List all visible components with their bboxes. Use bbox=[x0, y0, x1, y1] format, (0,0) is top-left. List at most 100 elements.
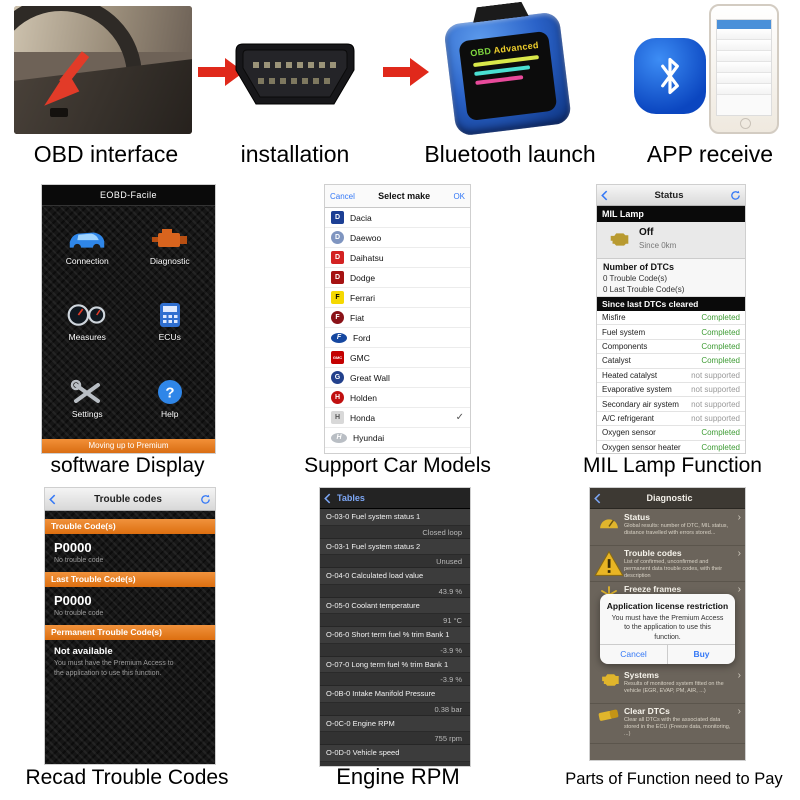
chevron-right-icon: › bbox=[737, 706, 741, 717]
pid-row[interactable]: O-0B-0 Intake Manifold Pressure bbox=[320, 686, 470, 703]
device-label-line bbox=[475, 75, 524, 85]
status-row: A/C refrigerant not supported bbox=[597, 412, 745, 427]
pid-value: -3.9 % bbox=[320, 673, 470, 686]
diagnostic-item-trouble-codes[interactable]: Trouble codes List of confirmed, unconfi… bbox=[590, 546, 745, 582]
status-row: Fuel system Completed bbox=[597, 325, 745, 340]
gauge-icon bbox=[600, 519, 618, 529]
phone-home-button bbox=[739, 118, 751, 129]
brand-row-daewoo[interactable]: D Daewoo bbox=[325, 228, 470, 248]
daewoo-logo-icon: D bbox=[331, 231, 344, 244]
pid-row[interactable]: O-0D-0 Vehicle speed bbox=[320, 745, 470, 762]
select-make-title: Select make bbox=[378, 191, 431, 201]
cancel-button[interactable]: Cancel bbox=[620, 649, 647, 659]
chevron-left-icon bbox=[601, 190, 608, 200]
question-mark-icon: ? bbox=[157, 380, 182, 405]
menu-item-diagnostic[interactable]: Diagnostic bbox=[129, 207, 212, 284]
eobd-facile-screenshot: EOBD-Facile Connection Diagnostic bbox=[42, 185, 215, 453]
refresh-button[interactable] bbox=[196, 494, 215, 505]
pid-value: 91 °C bbox=[320, 614, 470, 627]
car-icon bbox=[70, 232, 105, 252]
pid-value: 0.38 bar bbox=[320, 702, 470, 716]
brand-row-daihatsu[interactable]: D Daihatsu bbox=[325, 248, 470, 268]
buy-button[interactable]: Buy bbox=[667, 645, 735, 664]
pid-row[interactable]: O-05-0 Coolant temperature bbox=[320, 597, 470, 614]
holden-logo-icon: H bbox=[331, 391, 344, 404]
back-button[interactable] bbox=[597, 190, 612, 201]
tools-icon bbox=[71, 379, 101, 404]
menu-item-help[interactable]: ? Help bbox=[129, 360, 212, 437]
caption-support-car-models: Support Car Models bbox=[304, 454, 491, 477]
caption-software-display: software Display bbox=[50, 454, 205, 477]
back-button[interactable] bbox=[590, 493, 605, 504]
brand-row-holden[interactable]: H Holden bbox=[325, 388, 470, 408]
engine-icon bbox=[602, 674, 619, 686]
diagnostic-screenshot: Diagnostic Status Global results: number… bbox=[590, 488, 745, 760]
brand-row-great-wall[interactable]: G Great Wall bbox=[325, 368, 470, 388]
fiat-logo-icon: F bbox=[331, 311, 344, 324]
back-button[interactable] bbox=[45, 494, 60, 505]
status-screenshot: Status MIL Lamp Off Since 0km Number of … bbox=[597, 185, 745, 453]
brand-row-dodge[interactable]: D Dodge bbox=[325, 268, 470, 288]
brand-row-dacia[interactable]: D Dacia bbox=[325, 208, 470, 228]
refresh-icon bbox=[731, 190, 740, 200]
menu-item-ecus[interactable]: ECUs bbox=[129, 284, 212, 361]
premium-note: You must have the Premium Access to the … bbox=[54, 660, 174, 677]
permanent-code-value: Not available bbox=[54, 646, 113, 657]
phone-screen bbox=[716, 19, 772, 116]
menu-item-measures[interactable]: Measures bbox=[46, 284, 129, 361]
pid-row[interactable]: O-04-0 Calculated load value bbox=[320, 568, 470, 585]
trouble-code-value: P0000 bbox=[54, 593, 92, 608]
refresh-button[interactable] bbox=[726, 190, 745, 201]
cancel-button[interactable]: Cancel bbox=[330, 191, 355, 201]
great-wall-logo-icon: G bbox=[331, 371, 344, 384]
daihatsu-logo-icon: D bbox=[331, 251, 344, 264]
status-row: Secondary air system not supported bbox=[597, 397, 745, 412]
phone-app-header bbox=[717, 20, 771, 29]
pid-row[interactable]: O-07-0 Long term fuel % trim Bank 1 bbox=[320, 656, 470, 673]
caption-recad-trouble-codes: Recad Trouble Codes bbox=[25, 766, 229, 789]
ford-logo-icon: F bbox=[331, 332, 347, 343]
step-label-installation: installation bbox=[240, 141, 350, 167]
diagnostic-item-systems[interactable]: Systems Results of monitored system fitt… bbox=[590, 668, 745, 704]
pid-value: 43.9 % bbox=[320, 584, 470, 598]
menu-item-settings[interactable]: Settings bbox=[46, 360, 129, 437]
menu-item-connection[interactable]: Connection bbox=[46, 207, 129, 284]
chevron-right-icon: › bbox=[737, 512, 741, 523]
brand-row-ferrari[interactable]: F Ferrari bbox=[325, 288, 470, 308]
back-button[interactable] bbox=[320, 493, 335, 504]
red-pointer-arrow-icon bbox=[44, 51, 90, 106]
status-row: Oxygen sensor Completed bbox=[597, 426, 745, 441]
obd-interface-photo bbox=[14, 6, 192, 134]
engine-warning-icon bbox=[610, 233, 629, 246]
diagnostic-item-clear-dtcs[interactable]: Clear DTCs Clear all DTCs with the assoc… bbox=[590, 704, 745, 744]
status-row: Heated catalyst not supported bbox=[597, 369, 745, 383]
status-row: Oxygen sensor heater Completed bbox=[597, 441, 745, 453]
brand-row-gmc[interactable]: GMC GMC bbox=[325, 348, 470, 368]
ok-button[interactable]: OK bbox=[453, 191, 465, 201]
brand-row-fiat[interactable]: F Fiat bbox=[325, 308, 470, 328]
mil-state: Off bbox=[639, 227, 654, 238]
trouble-codes-title: Trouble codes bbox=[94, 493, 162, 505]
status-title: Status bbox=[654, 189, 684, 201]
pid-value: Closed loop bbox=[320, 525, 470, 539]
pid-row[interactable]: O-03-0 Fuel system status 1 bbox=[320, 509, 470, 526]
smartphone-photo bbox=[709, 4, 779, 134]
brand-row-hyundai[interactable]: H Hyundai bbox=[325, 428, 470, 448]
pid-row[interactable]: O-0C-0 Engine RPM bbox=[320, 715, 470, 732]
calculator-icon bbox=[159, 303, 180, 328]
pid-row[interactable]: O-03-1 Fuel system status 2 bbox=[320, 538, 470, 555]
obd-connector-photo bbox=[235, 43, 355, 105]
diagnostic-title: Diagnostic bbox=[646, 493, 693, 503]
premium-banner[interactable]: Moving up to Premium bbox=[42, 439, 215, 453]
status-row: Evaporative system not supported bbox=[597, 383, 745, 398]
select-make-screenshot: Cancel Select make OK D Dacia D Daewoo D… bbox=[325, 185, 470, 453]
device-label-advanced: Advanced bbox=[493, 39, 540, 56]
engine-icon bbox=[151, 228, 187, 247]
tables-screenshot: Tables O-03-0 Fuel system status 1 Close… bbox=[320, 488, 470, 766]
brand-row-honda[interactable]: H Honda ✓ bbox=[325, 408, 470, 428]
chevron-left-icon bbox=[594, 493, 601, 503]
diagnostic-item-status[interactable]: Status Global results: number of DTC, MI… bbox=[590, 510, 745, 546]
pid-row[interactable]: O-06-0 Short term fuel % trim Bank 1 bbox=[320, 627, 470, 644]
step-label-obd-interface: OBD interface bbox=[33, 141, 179, 167]
brand-row-ford[interactable]: F Ford bbox=[325, 328, 470, 348]
